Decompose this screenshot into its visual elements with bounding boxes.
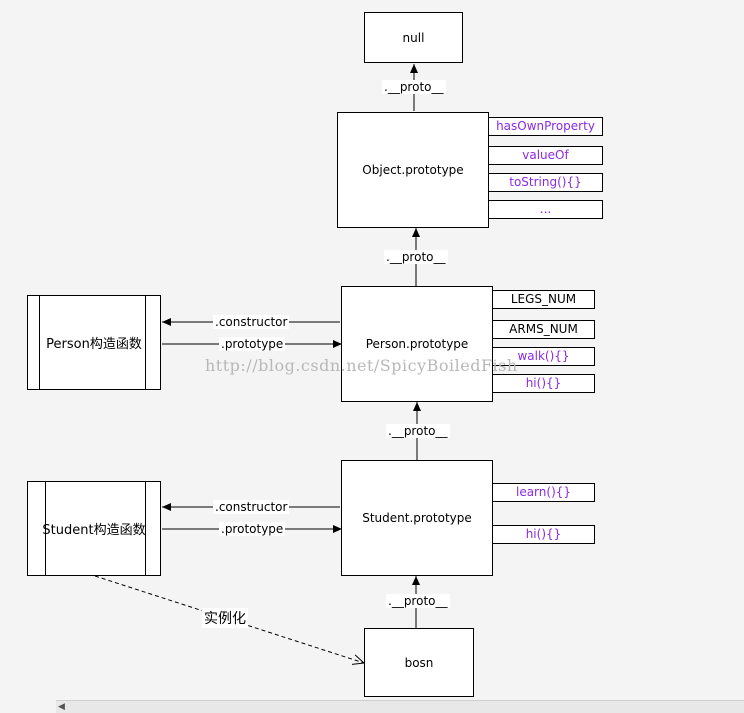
person-constructor-label: Person构造函数 xyxy=(46,337,142,352)
person-prop-walk: walk(){} xyxy=(492,347,595,366)
student-constructor-label: Student构造函数 xyxy=(42,523,146,538)
object-prototype-node: Object.prototype xyxy=(337,112,489,228)
person-prop-legs-num: LEGS_NUM xyxy=(492,290,595,309)
student-constructor-node: Student构造函数 xyxy=(27,481,161,576)
student-prop-hi: hi(){} xyxy=(492,525,595,544)
student-prototype-node: Student.prototype xyxy=(341,460,493,576)
null-node-label: null xyxy=(402,30,425,45)
proto-label-object: .__proto__ xyxy=(382,80,446,94)
constructor-label-person: .constructor xyxy=(213,315,290,329)
object-prop-ellipsis: ... xyxy=(488,200,603,219)
proto-label-person: .__proto__ xyxy=(384,250,448,264)
ctor-right-stripe xyxy=(145,296,146,389)
person-prototype-node: Person.prototype xyxy=(341,286,493,402)
object-prototype-label: Object.prototype xyxy=(362,163,464,177)
ctor-left-stripe xyxy=(45,482,46,575)
person-prototype-label: Person.prototype xyxy=(365,337,469,351)
bosn-node-label: bosn xyxy=(404,655,434,670)
constructor-label-student: .constructor xyxy=(213,500,290,514)
person-prop-hi: hi(){} xyxy=(492,374,595,393)
scrollbar-corner xyxy=(0,700,56,713)
scroll-left-icon[interactable]: ◀ xyxy=(58,702,65,712)
null-node: null xyxy=(364,12,463,63)
person-prop-arms-num: ARMS_NUM xyxy=(492,320,595,339)
horizontal-scrollbar[interactable]: ◀ xyxy=(56,700,744,713)
ctor-right-stripe xyxy=(145,482,146,575)
prototype-label-student: .prototype xyxy=(219,522,286,536)
object-prop-valueof: valueOf xyxy=(488,146,603,165)
person-constructor-node: Person构造函数 xyxy=(27,295,161,390)
prototype-label-person: .prototype xyxy=(219,337,286,351)
object-prop-tostring: toString(){} xyxy=(488,173,603,192)
ctor-left-stripe xyxy=(39,296,40,389)
object-prop-hasownproperty: hasOwnProperty xyxy=(488,117,603,136)
bosn-node: bosn xyxy=(364,628,474,697)
student-prop-learn: learn(){} xyxy=(492,483,595,502)
proto-label-bosn: .__proto__ xyxy=(386,594,450,608)
watermark-text: http://blog.csdn.net/SpicyBoiledFish xyxy=(205,356,518,375)
proto-label-student: .__proto__ xyxy=(386,424,450,438)
student-prototype-label: Student.prototype xyxy=(362,511,472,525)
instantiate-label: 实例化 xyxy=(202,608,248,628)
